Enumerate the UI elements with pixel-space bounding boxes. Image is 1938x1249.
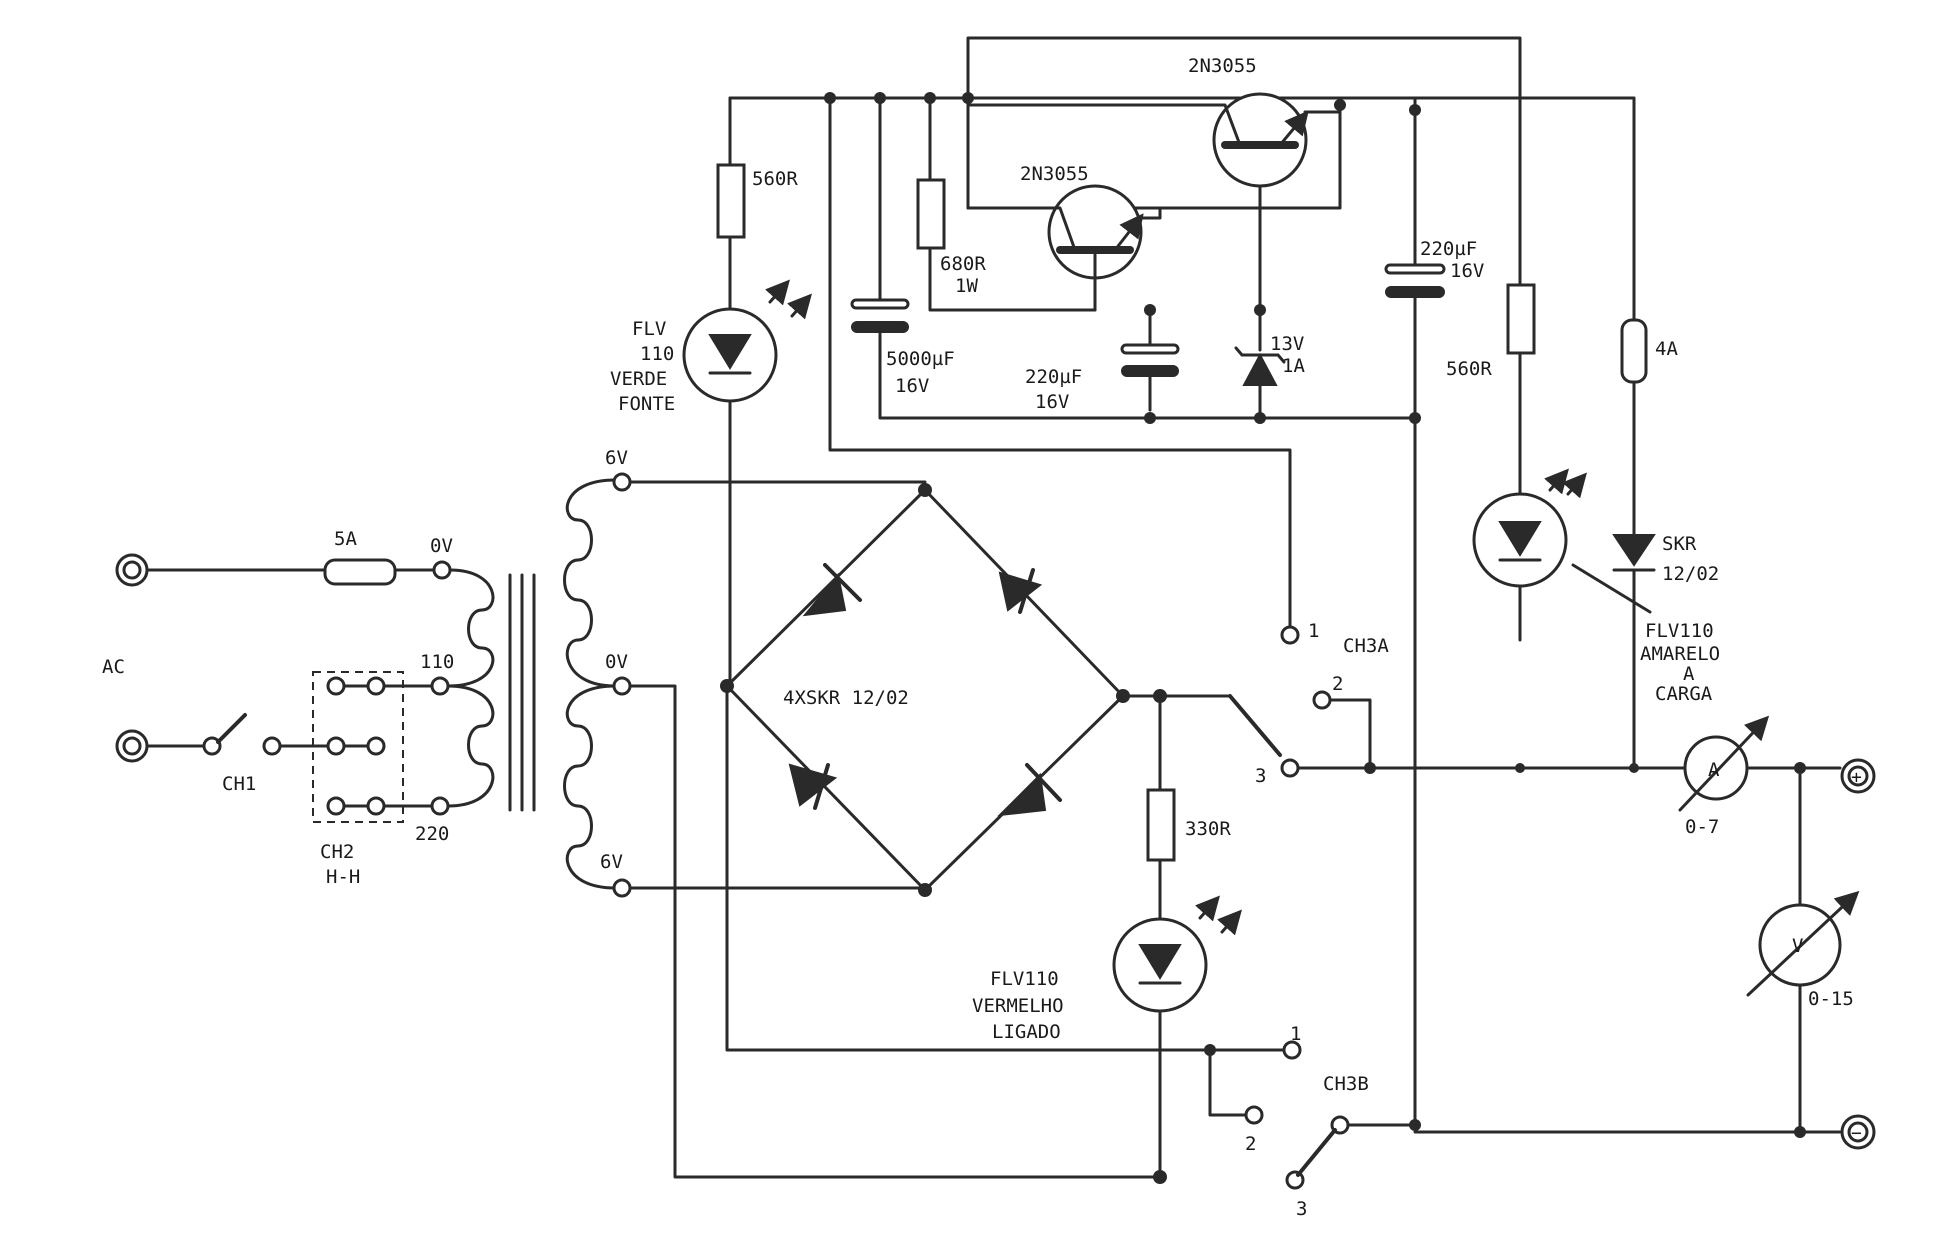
label-led-green-2: 110 xyxy=(640,343,674,365)
ac-input-section xyxy=(115,472,632,898)
label-sec-bot: 6V xyxy=(600,851,623,873)
label-zener-1: 13V xyxy=(1270,333,1304,355)
label-c220-right-1: 220µF xyxy=(1420,238,1477,260)
zener-diode xyxy=(1242,352,1278,386)
label-q1: 2N3055 xyxy=(1020,163,1089,185)
label-r680-1: 680R xyxy=(940,253,986,275)
label-tap-0v: 0V xyxy=(430,535,453,557)
label-voltmeter-range: 0-15 xyxy=(1808,988,1854,1010)
label-led-red-2: VERMELHO xyxy=(972,995,1064,1017)
label-bridge: 4XSKR 12/02 xyxy=(783,687,909,709)
label-r560-right: 560R xyxy=(1446,358,1492,380)
label-ch3a-3: 3 xyxy=(1255,765,1266,787)
label-led-red-1: FLV110 xyxy=(990,968,1059,990)
label-ammeter-range: 0-7 xyxy=(1685,816,1719,838)
label-ch3b: CH3B xyxy=(1323,1073,1369,1095)
label-c5000-1: 5000µF xyxy=(886,348,955,370)
resistor-680r xyxy=(916,178,946,250)
label-ac: AC xyxy=(102,656,125,678)
label-ch3b-2: 2 xyxy=(1245,1133,1256,1155)
label-c220-mid-1: 220µF xyxy=(1025,366,1082,388)
label-voltmeter: V xyxy=(1792,935,1803,957)
regulator-section xyxy=(716,36,1656,1122)
label-sec-top: 6V xyxy=(605,447,628,469)
label-ch3a-2: 2 xyxy=(1332,673,1343,695)
label-led-green-1: FLV xyxy=(632,318,666,340)
label-led-yellow-1: FLV110 xyxy=(1645,620,1714,642)
label-led-yellow-4: CARGA xyxy=(1655,683,1713,705)
secondary-winding xyxy=(563,478,617,890)
label-r680-2: 1W xyxy=(955,275,978,297)
resistor-560r-right xyxy=(1506,283,1536,355)
label-ch3b-3: 3 xyxy=(1296,1198,1307,1220)
output-section xyxy=(1112,625,1876,1190)
label-led-green-4: FONTE xyxy=(618,393,675,415)
label-ch3b-1: 1 xyxy=(1290,1023,1301,1045)
label-out-plus: + xyxy=(1851,767,1862,788)
label-r560-top: 560R xyxy=(752,168,798,190)
label-ch1: CH1 xyxy=(222,773,256,795)
label-ch2: CH2 xyxy=(320,841,354,863)
fuse-5a xyxy=(323,558,397,586)
resistor-560r-top xyxy=(716,163,746,239)
label-tap-220: 220 xyxy=(415,823,449,845)
label-tap-110: 110 xyxy=(420,651,454,673)
label-led-yellow-2: AMARELO xyxy=(1640,643,1720,665)
primary-winding xyxy=(446,568,495,808)
label-q2: 2N3055 xyxy=(1188,55,1257,77)
label-led-red-3: LIGADO xyxy=(992,1021,1061,1043)
label-ammeter: A xyxy=(1708,759,1720,781)
label-c220-mid-2: 16V xyxy=(1035,391,1069,413)
label-led-green-3: VERDE xyxy=(610,368,667,390)
label-c5000-2: 16V xyxy=(895,375,929,397)
transistor-q2-2n3055 xyxy=(1212,92,1308,188)
label-c220-right-2: 16V xyxy=(1450,260,1484,282)
label-r330: 330R xyxy=(1185,818,1231,840)
ch2-switch-box xyxy=(312,671,404,823)
bridge-rectifier xyxy=(628,308,1287,1179)
label-out-minus: − xyxy=(1851,1123,1862,1144)
fuse-4a xyxy=(1620,318,1648,384)
label-fuse-4a: 4A xyxy=(1655,338,1678,360)
label-ch3a-1: 1 xyxy=(1308,620,1319,642)
label-ch2-type: H-H xyxy=(326,866,360,888)
label-skr-1: SKR xyxy=(1662,533,1697,555)
label-sec-mid: 0V xyxy=(605,651,628,673)
resistor-330r xyxy=(1146,788,1176,862)
label-led-yellow-3: A xyxy=(1683,663,1695,685)
diode-skr xyxy=(1612,534,1656,567)
label-ch3a: CH3A xyxy=(1343,635,1389,657)
label-zener-2: 1A xyxy=(1282,355,1305,377)
label-skr-2: 12/02 xyxy=(1662,563,1719,585)
label-fuse-5a: 5A xyxy=(334,528,357,550)
labels: AC 5A CH1 CH2 H-H 0V 110 220 6V 0V 6V 4X… xyxy=(102,55,1862,1220)
